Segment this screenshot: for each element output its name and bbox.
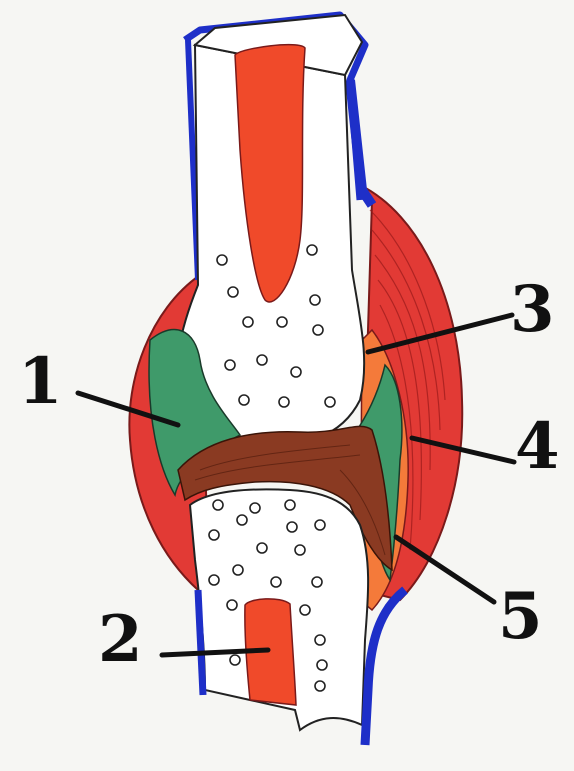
periosteum-upper-right [350, 80, 372, 205]
label-5: 5 [498, 585, 543, 649]
label-4: 4 [515, 415, 560, 479]
periosteum-lower-left [198, 590, 203, 695]
label-3: 3 [510, 278, 555, 342]
periosteum-lower-right [365, 590, 405, 745]
label-1: 1 [18, 350, 63, 414]
label-2: 2 [98, 608, 143, 672]
